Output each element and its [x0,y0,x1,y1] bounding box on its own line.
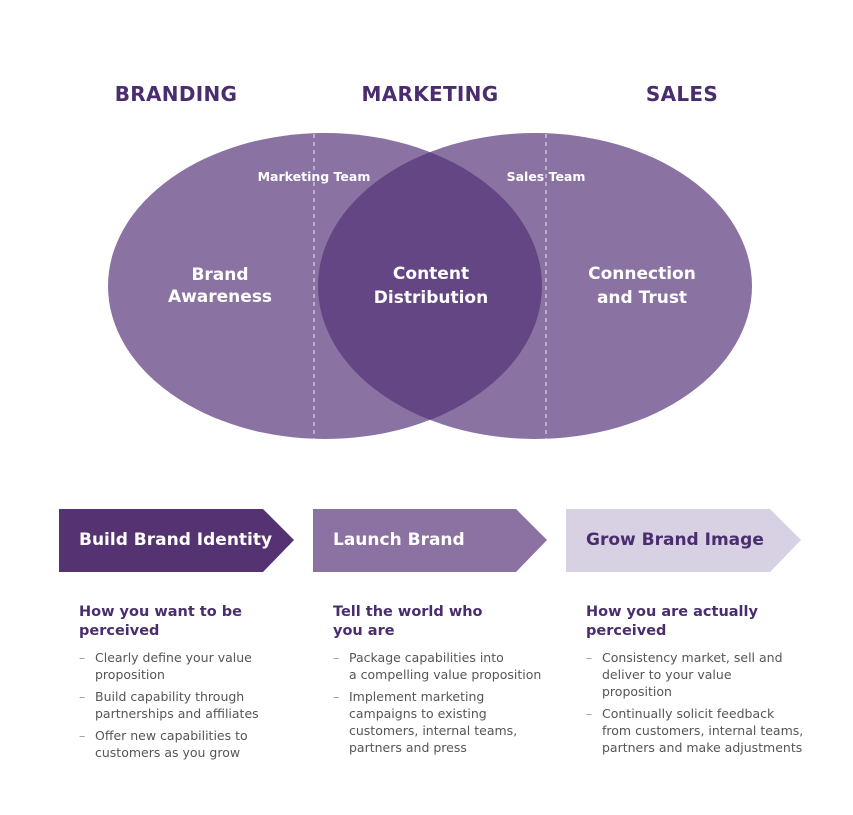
column-title: How you want to be perceived [79,604,242,639]
sales-team-label: Sales Team [507,169,586,184]
brand-awareness-line2: Awareness [168,287,272,307]
heading-marketing: MARKETING [361,82,499,106]
venn-overlap [318,133,542,439]
connection-trust-line2: and Trust [597,288,687,308]
arrow-launch-brand [313,509,547,572]
column-title: Tell the world who you are [333,604,483,639]
marketing-team-label: Marketing Team [258,169,371,184]
arrow-build-brand-identity [59,509,294,572]
heading-branding: BRANDING [114,82,238,106]
step-label-grow-brand-image: Grow Brand Image [586,530,764,550]
content-distribution-line2: Distribution [374,288,488,308]
venn-diagram: Marketing Team Sales Team Brand Awarenes… [108,133,752,439]
column-grow-brand-image: How you are actually perceived –Consiste… [586,603,826,761]
brand-awareness-line1: Brand [191,265,248,285]
heading-sales: SALES [645,82,719,106]
content-distribution-line1: Content [393,264,469,284]
column-title: How you are actually perceived [586,604,758,639]
step-label-build-brand-identity: Build Brand Identity [79,530,273,550]
process-arrows [59,509,801,572]
connection-trust-line1: Connection [588,264,696,284]
step-label-launch-brand: Launch Brand [333,530,465,550]
column-build-brand-identity: How you want to be perceived –Clearly de… [79,603,309,766]
arrow-grow-brand-image [566,509,801,572]
column-launch-brand: Tell the world who you are –Package capa… [333,603,563,761]
